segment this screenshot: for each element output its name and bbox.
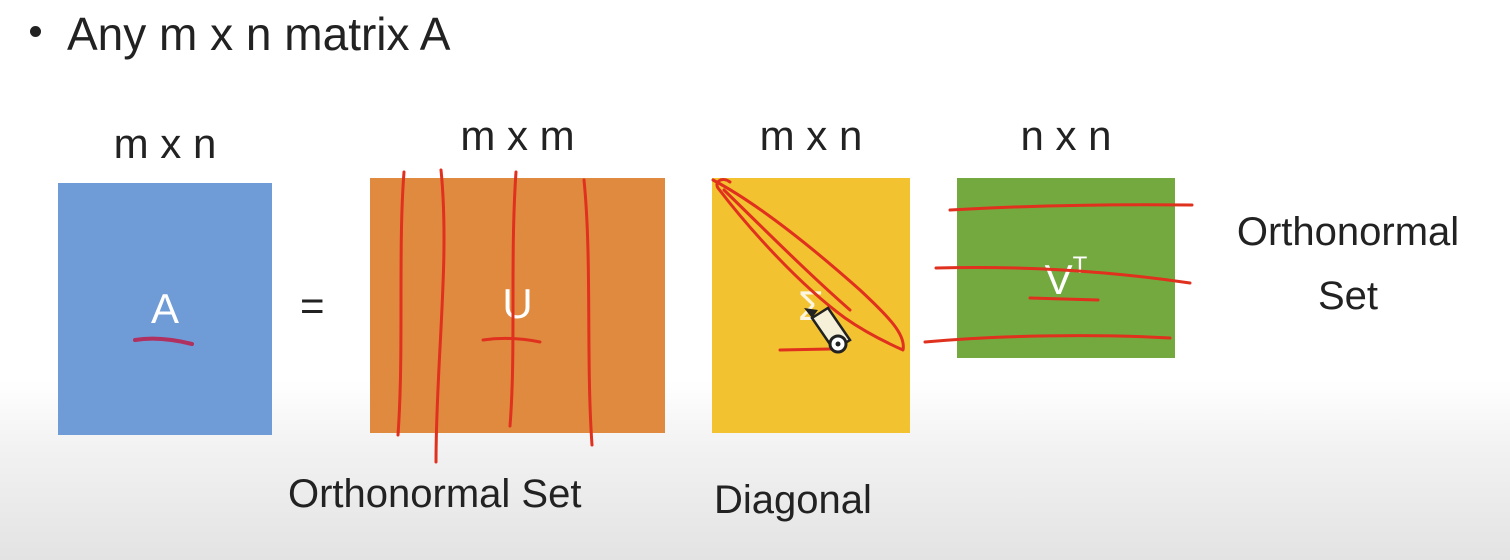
caption-v-line1: Orthonormal: [1236, 210, 1460, 254]
row-line-v-3: [923, 334, 1172, 344]
column-line-u-2: [434, 168, 446, 464]
matrix-v-dimension: n x n: [1020, 112, 1112, 159]
diagonal-stroke: [722, 188, 852, 312]
matrix-a-dimension: m x n: [113, 120, 217, 167]
underline-sigma: [778, 347, 832, 352]
underline-a: [133, 336, 194, 346]
bullet-dot-icon: [30, 26, 41, 38]
row-line-v-2: [934, 266, 1192, 285]
matrix-u-dimension: m x m: [460, 112, 575, 159]
matrix-sigma-dimension: m x n: [759, 112, 863, 159]
caption-v-line2: Set: [1317, 274, 1379, 318]
row-line-v-1: [948, 203, 1194, 212]
underline-u: [481, 336, 542, 344]
caption-orthonormal-set: Orthonormal Set: [288, 472, 582, 516]
column-line-u-1: [396, 170, 406, 437]
pencil-cursor-icon: [804, 306, 852, 354]
equals-sign: =: [300, 282, 325, 329]
column-line-u-4: [582, 178, 594, 447]
caption-diagonal: Diagonal: [714, 478, 872, 522]
bullet-point: Any m x n matrix A: [30, 4, 450, 64]
diagonal-lasso: [711, 178, 905, 352]
column-line-u-3: [508, 170, 518, 428]
underline-v: [1028, 296, 1100, 302]
matrix-u-box: [370, 178, 665, 433]
matrix-a-letter: A: [150, 285, 179, 332]
matrix-v-letter-text: V: [1044, 256, 1073, 303]
matrix-a-box: [58, 183, 272, 435]
matrix-u-letter: U: [502, 280, 533, 327]
bullet-text: Any m x n matrix A: [67, 8, 451, 60]
